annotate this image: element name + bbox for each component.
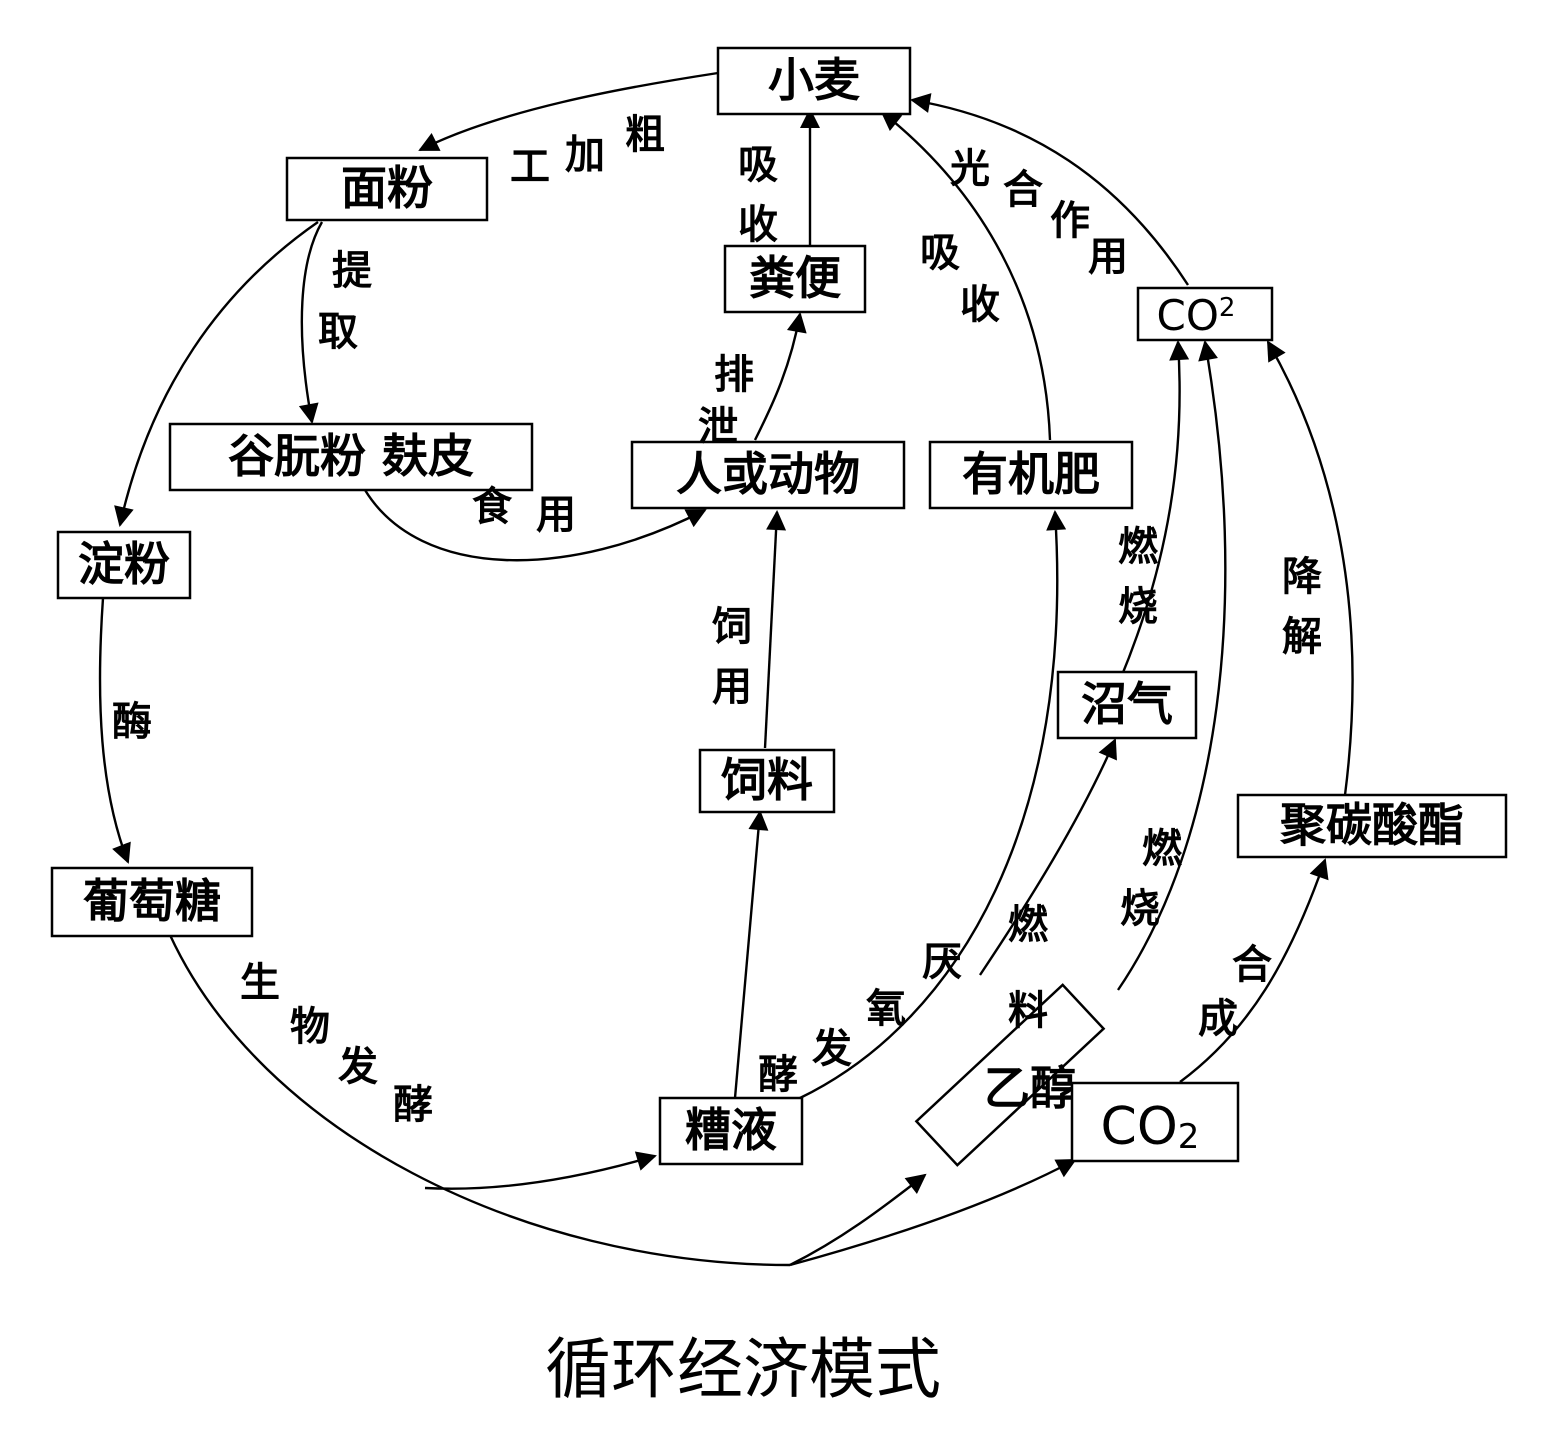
label-photosynthesis-3: 作 (1050, 198, 1090, 244)
label-anaerobic-fermentation-1: 厌 (922, 939, 962, 985)
edge-polycarbonate-to-co2 (1266, 340, 1354, 796)
node-wheat-label: 小麦 (768, 53, 860, 107)
node-biogas-label: 沼气 (1081, 677, 1173, 731)
node-feces-label: 粪便 (749, 251, 842, 305)
node-flour: 面粉 (285, 156, 489, 222)
node-co2-top-label: CO2 (1157, 291, 1236, 340)
edge-fork-to-ethanol (789, 1173, 927, 1267)
label-synthesis-1: 合 (1232, 942, 1272, 988)
edge-ethanol-to-co2 (1117, 340, 1227, 991)
label-absorb-feces-1: 吸 (738, 142, 778, 188)
edge-starch-to-glucose (98, 597, 131, 864)
node-starch-label: 淀粉 (78, 537, 170, 591)
label-anaerobic-fermentation-3: 发 (812, 1026, 852, 1072)
node-flour-label: 面粉 (341, 161, 433, 215)
edge-fork-to-co2-bottom (789, 1158, 1077, 1267)
edge-human-to-feces (753, 312, 807, 441)
edge-flour-to-starch (114, 221, 319, 527)
co2-top-subscript: 2 (1219, 293, 1236, 323)
label-feeding-2: 用 (712, 664, 752, 710)
edge-biogas-to-co2 (1118, 340, 1190, 681)
node-co2-bottom-label: CO2 (1101, 1097, 1200, 1157)
edge-fermentation-to-mash (424, 1151, 657, 1190)
node-gluten-bran: 谷朊粉 麸皮 (168, 422, 534, 492)
node-feed-label: 饲料 (721, 753, 813, 807)
node-feces: 粪便 (723, 244, 867, 314)
node-human-animal-label: 人或动物 (676, 447, 860, 501)
node-mash-label: 糟液 (685, 1103, 777, 1157)
label-rough-processing-2: 加 (565, 132, 605, 178)
node-ethanol (914, 983, 1106, 1167)
node-co2-top: CO2 (1136, 286, 1274, 342)
node-gluten-bran-label: 谷朊粉 麸皮 (228, 429, 474, 483)
label-absorb-fertilizer-1: 吸 (920, 230, 960, 276)
label-feeding-1: 饲 (712, 604, 752, 650)
label-bio-fermentation-1: 生 (240, 960, 280, 1006)
label-anaerobic-fermentation-4: 酵 (758, 1052, 798, 1098)
node-wheat: 小麦 (716, 46, 912, 116)
label-degrade-2: 解 (1282, 614, 1322, 660)
edge-glucose-to-ethanol-path (168, 934, 791, 1267)
label-burn-ethanol-1: 燃 (1142, 826, 1183, 872)
label-extract-2: 取 (318, 309, 358, 355)
label-excrete-1: 排 (714, 352, 754, 398)
co2-bottom-subscript: 2 (1178, 1117, 1200, 1157)
node-co2-bottom: CO2 (1070, 1081, 1240, 1163)
label-synthesis-2: 成 (1198, 996, 1238, 1042)
label-photosynthesis-2: 合 (1003, 167, 1043, 213)
node-organic-fertilizer-label: 有机肥 (962, 447, 1100, 501)
label-bio-fermentation-3: 发 (338, 1044, 378, 1090)
diagram-caption: 循环经济模式 (545, 1331, 941, 1408)
label-burn-biogas-1: 燃 (1118, 524, 1159, 570)
label-burn-ethanol-2: 烧 (1120, 886, 1160, 932)
edge-gluten-bran-to-human (363, 489, 707, 562)
label-eat-1: 食 (472, 484, 513, 530)
edge-mash-to-biogas (979, 738, 1117, 976)
edge-wheat-to-flour (418, 71, 719, 152)
edge-co2-bottom-to-polycarbonate (1179, 858, 1329, 1083)
edge-flour-to-gluten-bran (298, 221, 324, 424)
label-degrade-1: 降 (1282, 554, 1322, 600)
node-mash: 糟液 (658, 1096, 804, 1166)
label-absorb-fertilizer-2: 收 (960, 282, 1000, 328)
edge-fertilizer-to-wheat (880, 110, 1052, 441)
node-polycarbonate-label: 聚碳酸酯 (1279, 798, 1464, 852)
edge-labels: 工 加 粗 提 取 吸 收 吸 收 光 合 作 用 排 泄 食 用 酶 饲 用 … (112, 112, 1322, 1128)
edges (98, 71, 1354, 1267)
node-human-animal: 人或动物 (630, 440, 906, 510)
label-extract-1: 提 (332, 248, 372, 294)
label-absorb-feces-2: 收 (738, 202, 778, 248)
edge-mash-to-fertilizer (799, 510, 1067, 1100)
label-enzyme-1: 酶 (112, 699, 152, 745)
node-organic-fertilizer: 有机肥 (928, 440, 1134, 510)
co2-top-main: CO (1157, 291, 1219, 340)
co2-bottom-main: CO (1101, 1097, 1178, 1157)
label-anaerobic-fermentation-2: 氧 (866, 986, 906, 1032)
label-fuel-2: 料 (1008, 988, 1048, 1034)
node-biogas: 沼气 (1056, 670, 1198, 740)
label-bio-fermentation-2: 物 (290, 1004, 330, 1050)
edge-co2-to-wheat (910, 93, 1190, 286)
edge-mash-to-feed (733, 810, 769, 1099)
label-rough-processing-1: 工 (510, 144, 550, 190)
label-bio-fermentation-4: 酵 (393, 1082, 433, 1128)
label-eat-2: 用 (536, 492, 576, 538)
node-feed: 饲料 (698, 748, 836, 814)
label-rough-processing-3: 粗 (625, 112, 665, 158)
node-starch: 淀粉 (56, 530, 192, 600)
label-fuel-1: 燃 (1008, 902, 1049, 948)
node-glucose: 葡萄糖 (50, 866, 254, 938)
node-glucose-label: 葡萄糖 (83, 874, 221, 928)
node-ethanol-label: 乙醇 (984, 1061, 1076, 1115)
label-photosynthesis-1: 光 (950, 146, 990, 192)
node-polycarbonate: 聚碳酸酯 (1236, 793, 1508, 859)
label-photosynthesis-4: 用 (1088, 234, 1128, 280)
label-excrete-2: 泄 (698, 404, 738, 450)
label-burn-biogas-2: 烧 (1118, 584, 1158, 630)
edge-feed-to-human (763, 510, 787, 749)
